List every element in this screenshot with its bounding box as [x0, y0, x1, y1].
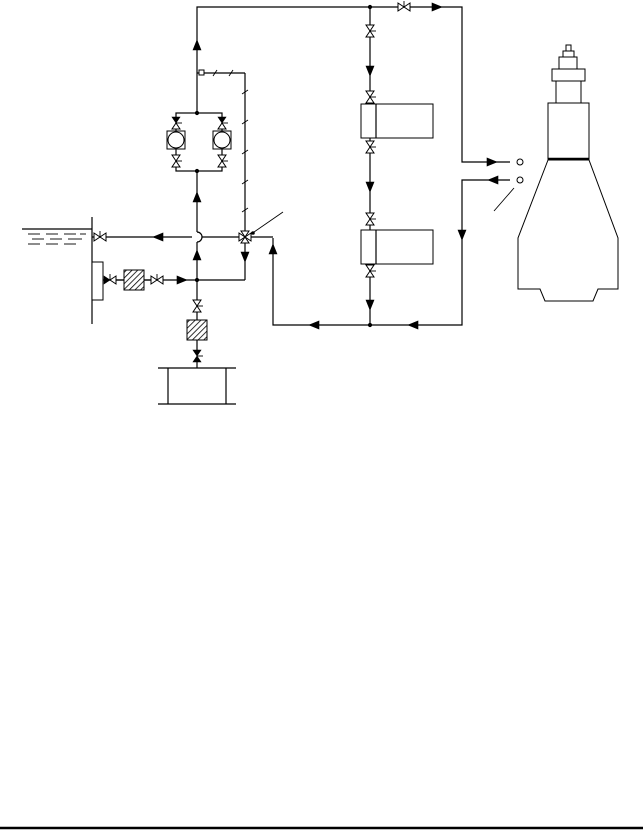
flow-arrow-up-suction: [192, 191, 202, 203]
flow-arrow-down-3: [365, 299, 375, 311]
engine-inlet-port: [516, 158, 524, 166]
sea-chest: [22, 217, 104, 324]
flow-arrow-left-return-1: [407, 320, 419, 330]
engine-leader-line: [493, 187, 515, 212]
expansion-tank: [158, 367, 236, 405]
flow-arrow-sea-inlet: [176, 275, 188, 285]
valve-cooler-5: [365, 264, 376, 278]
flow-arrow-to-engine: [486, 157, 498, 167]
valve-pump-1-outlet: [171, 116, 182, 130]
top-header-pipe: [196, 6, 510, 163]
engine-block: [517, 159, 619, 302]
flow-arrows: [152, 2, 499, 330]
three-way-valve: [238, 211, 284, 244]
control-line-hatches: [212, 69, 249, 213]
valve-pump-2-outlet: [217, 116, 228, 130]
water-hatching: [28, 233, 86, 245]
tank-strainer: [186, 319, 208, 341]
flow-arrow-left-return-2: [308, 320, 320, 330]
valves: [93, 1, 411, 363]
engine-outlet-port: [516, 176, 524, 184]
flow-arrow-down-return: [457, 229, 467, 241]
pumps: [166, 130, 232, 150]
valve-top-header: [397, 1, 411, 12]
flow-arrow-up-tank: [192, 249, 202, 261]
cooler-2: [360, 229, 434, 265]
sensor-tap: [198, 69, 205, 76]
valve-strainer-outlet: [150, 274, 164, 285]
engine: [493, 44, 619, 302]
valve-tank-1: [192, 299, 203, 313]
valve-pump-2-inlet: [217, 154, 228, 168]
flow-arrow-bypass-down: [240, 251, 250, 263]
strainers: [116, 269, 208, 368]
flow-arrow-down-2: [365, 181, 375, 193]
flow-arrow-from-engine: [487, 175, 499, 185]
flow-arrow-down-1: [365, 65, 375, 77]
valve-tank-2: [192, 349, 203, 363]
sea-strainer: [123, 269, 145, 291]
flow-arrow-overboard: [152, 232, 164, 242]
valve-cooler-1: [365, 24, 376, 38]
pump-1: [166, 130, 186, 150]
pump-2: [212, 130, 232, 150]
pipe-network: [92, 4, 510, 340]
flow-arrow-right-top: [431, 2, 443, 12]
valve-overboard: [93, 231, 107, 242]
sea-chest-box: [91, 261, 104, 301]
valve-sea-suction: [103, 274, 117, 285]
valve-cooler-4: [365, 212, 376, 226]
valve-cooler-3: [365, 140, 376, 154]
flow-arrow-up-return: [268, 243, 278, 255]
cooler-1: [360, 103, 434, 139]
valve-cooler-2: [365, 90, 376, 104]
flow-arrow-up-riser: [192, 39, 202, 51]
valve-pump-1-inlet: [171, 154, 182, 168]
heat-exchangers: [360, 103, 434, 265]
return-pipe: [272, 179, 510, 326]
pipe-crossover: [196, 231, 203, 243]
